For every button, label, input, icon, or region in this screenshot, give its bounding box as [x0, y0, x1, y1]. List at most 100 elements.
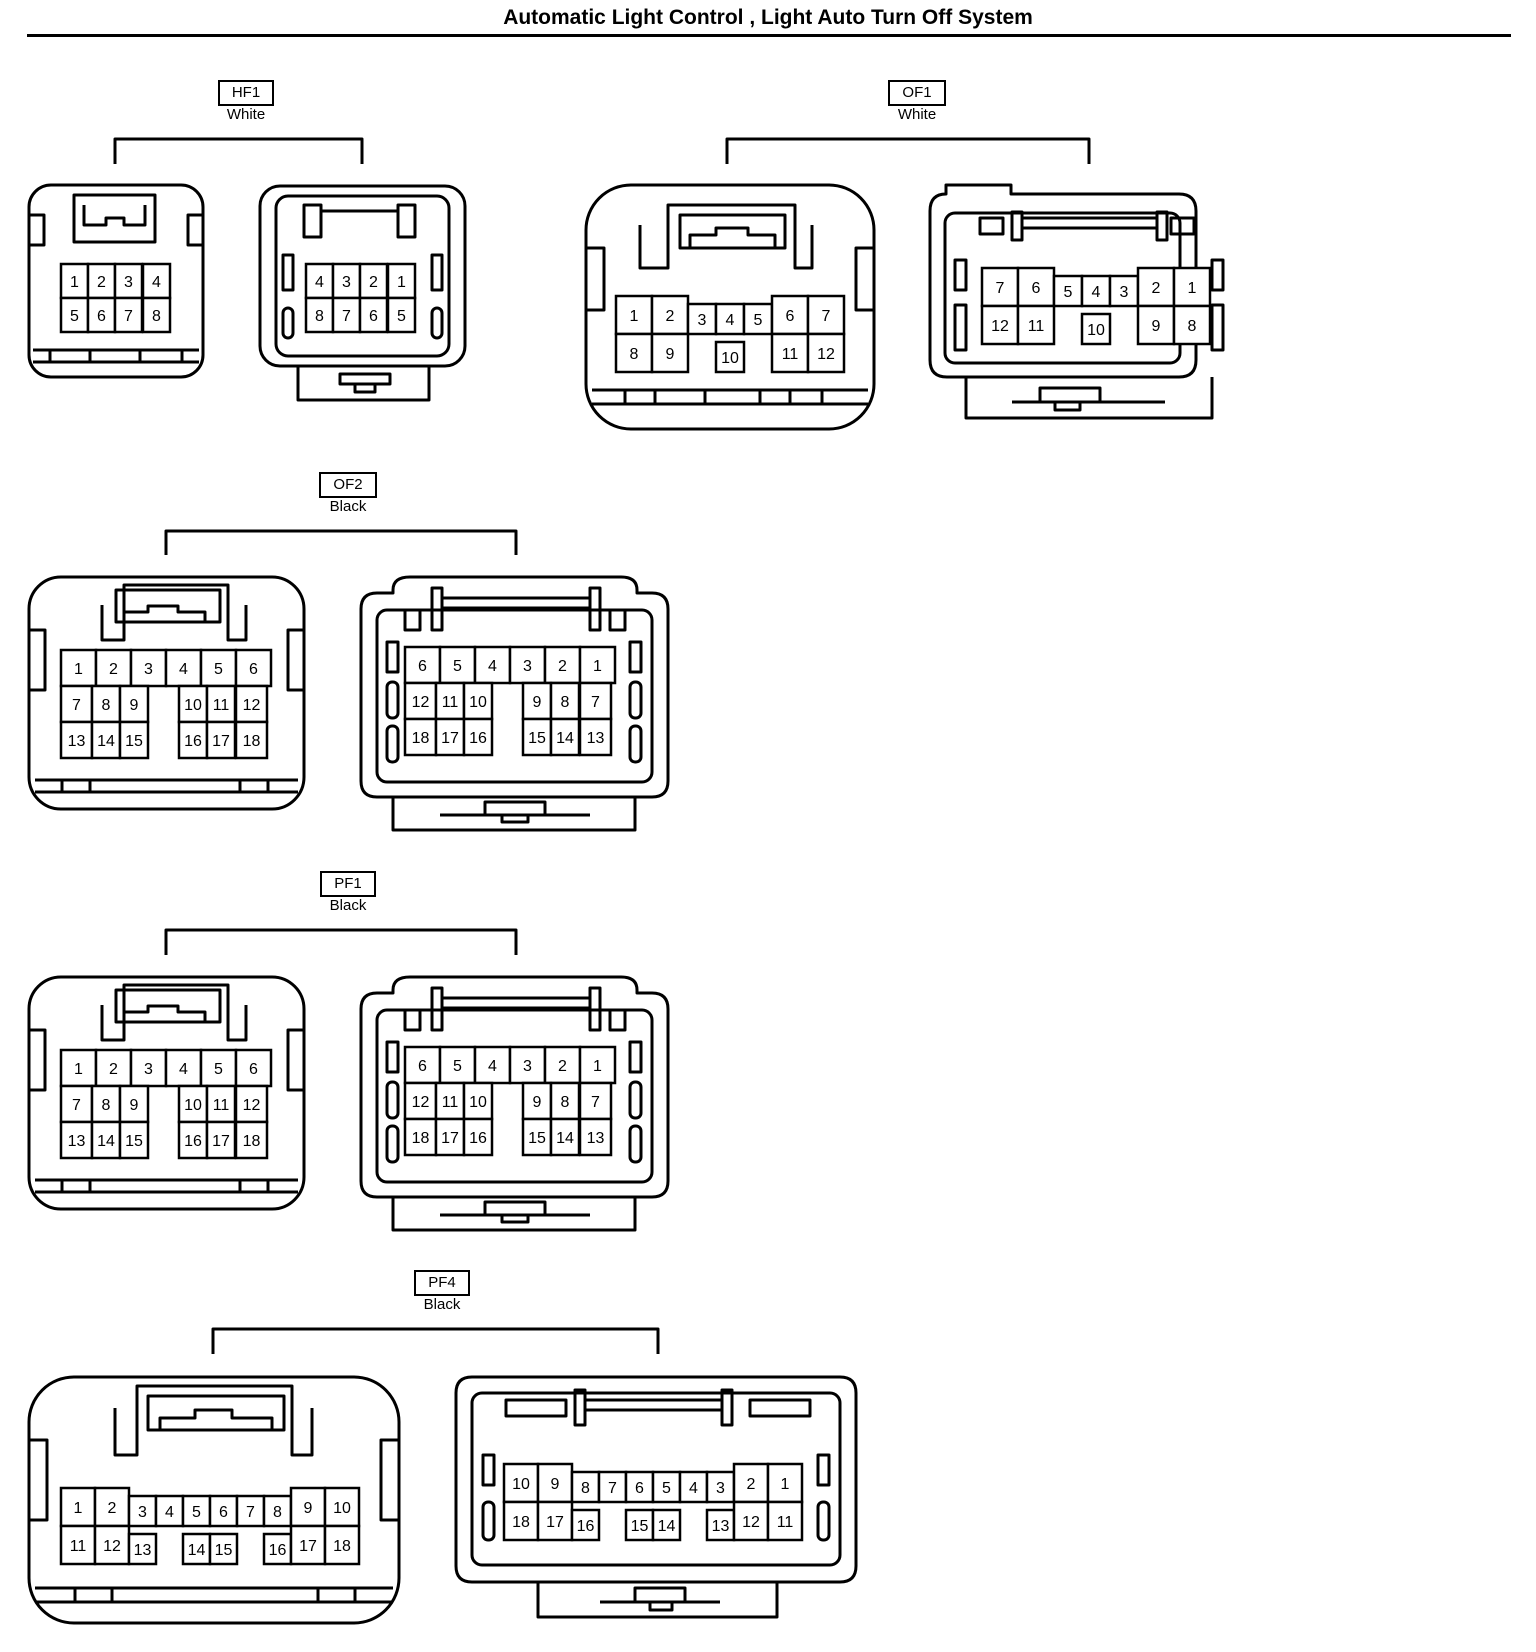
pin-number: 15 — [125, 1133, 143, 1150]
pin-number: 10 — [469, 1094, 487, 1111]
pin-number: 14 — [97, 1133, 115, 1150]
pin-number: 16 — [184, 1133, 202, 1150]
pin-cell: 18 — [502, 1500, 540, 1542]
pin-cell: 12 — [403, 1081, 438, 1121]
pin-number: 13 — [587, 1130, 605, 1147]
pin-number: 15 — [528, 730, 546, 747]
connector-female-housing — [27, 183, 205, 379]
pin-cell: 4 — [473, 645, 512, 685]
pin-cell: 3 — [331, 262, 362, 300]
pin-cell: 17 — [434, 1117, 466, 1157]
pin-cell: 2 — [358, 262, 389, 300]
pin-cell: 5 — [199, 648, 238, 688]
pin-number: 11 — [213, 697, 230, 714]
pin-number: 12 — [243, 1097, 261, 1114]
pin-number: 1 — [630, 308, 639, 325]
pin-cell: 16 — [262, 1532, 293, 1566]
pin-number: 9 — [533, 694, 542, 711]
pin-number: 2 — [108, 1500, 117, 1517]
pin-number: 4 — [179, 661, 188, 678]
pin-number: 3 — [1120, 284, 1129, 301]
pin-number: 10 — [333, 1500, 351, 1517]
pin-cell: 2 — [543, 645, 582, 685]
connector-bracket — [211, 1327, 660, 1354]
pin-number: 18 — [412, 730, 430, 747]
pin-cell: 1 — [59, 1486, 97, 1528]
pin-number: 3 — [138, 1504, 147, 1521]
pin-number: 9 — [1152, 318, 1161, 335]
pin-number: 17 — [441, 1130, 459, 1147]
pin-cell: 12 — [93, 1524, 131, 1566]
pin-number: 5 — [214, 661, 223, 678]
pin-cell: 13 — [578, 1117, 613, 1157]
pin-cell: 13 — [59, 720, 94, 760]
pin-number: 8 — [152, 308, 161, 325]
pin-cell: 10 — [323, 1486, 361, 1528]
pin-cell: 16 — [570, 1508, 601, 1542]
pin-number: 11 — [213, 1097, 230, 1114]
pin-number: 7 — [591, 1094, 600, 1111]
pin-number: 12 — [991, 318, 1009, 335]
connector-male-housing — [258, 184, 467, 402]
pin-cell: 5 — [1052, 274, 1084, 308]
pin-cell: 10 — [462, 1081, 494, 1121]
connector-id: OF1 — [888, 80, 946, 106]
pin-cell: 8 — [549, 681, 581, 721]
pin-number: 17 — [212, 1133, 230, 1150]
pin-number: 5 — [214, 1061, 223, 1078]
pin-number: 2 — [558, 1058, 567, 1075]
pin-number: 1 — [781, 1476, 790, 1493]
pin-cell: 3 — [127, 1494, 158, 1528]
pin-number: 9 — [533, 1094, 542, 1111]
pin-cell: 14 — [651, 1508, 682, 1542]
connector-color: White — [226, 106, 266, 123]
pin-number: 4 — [165, 1504, 174, 1521]
pin-number: 8 — [561, 1094, 570, 1111]
pin-cell: 12 — [980, 304, 1020, 346]
pin-cell: 6 — [403, 1045, 442, 1085]
pin-cell: 3 — [686, 302, 718, 336]
connector-color: Black — [329, 498, 367, 515]
pin-number: 4 — [488, 658, 497, 675]
pin-cell: 13 — [127, 1532, 158, 1566]
pin-number: 12 — [817, 346, 835, 363]
pin-number: 5 — [754, 312, 763, 329]
pin-number: 6 — [786, 308, 795, 325]
pin-cell: 8 — [304, 296, 335, 334]
pin-number: 6 — [249, 1061, 258, 1078]
pin-cell: 1 — [59, 648, 98, 688]
pin-cell: 1 — [578, 1045, 617, 1085]
pin-cell: 5 — [438, 1045, 477, 1085]
connector-id: OF2 — [319, 472, 377, 498]
pin-number: 5 — [397, 308, 406, 325]
connector-id: PF1 — [320, 871, 376, 897]
pin-number: 1 — [74, 661, 83, 678]
pin-cell: 4 — [714, 302, 746, 336]
pin-number: 3 — [124, 274, 133, 291]
pin-cell: 14 — [90, 720, 122, 760]
pin-cell: 9 — [118, 684, 150, 724]
pin-cell: 10 — [1080, 312, 1112, 346]
pin-cell: 15 — [118, 720, 150, 760]
pin-number: 13 — [134, 1542, 152, 1559]
pin-number: 12 — [243, 697, 261, 714]
pin-cell: 13 — [59, 1120, 94, 1160]
pin-cell: 9 — [289, 1486, 327, 1528]
pin-number: 8 — [315, 308, 324, 325]
pin-cell: 2 — [93, 1486, 131, 1528]
pin-cell: 7 — [113, 296, 144, 334]
pin-cell: 1 — [766, 1462, 804, 1504]
pin-number: 12 — [742, 1514, 760, 1531]
pin-cell: 17 — [205, 720, 237, 760]
pin-number: 14 — [658, 1518, 676, 1535]
pin-number: 5 — [453, 658, 462, 675]
connector-label-pf1: PF1 Black — [288, 871, 408, 914]
pin-cell: 3 — [129, 648, 168, 688]
pin-number: 1 — [397, 274, 406, 291]
pin-cell: 7 — [597, 1470, 628, 1504]
pin-number: 5 — [70, 308, 79, 325]
pin-cell: 10 — [462, 681, 494, 721]
pin-cell: 2 — [650, 294, 690, 336]
pin-cell: 9 — [650, 332, 690, 374]
